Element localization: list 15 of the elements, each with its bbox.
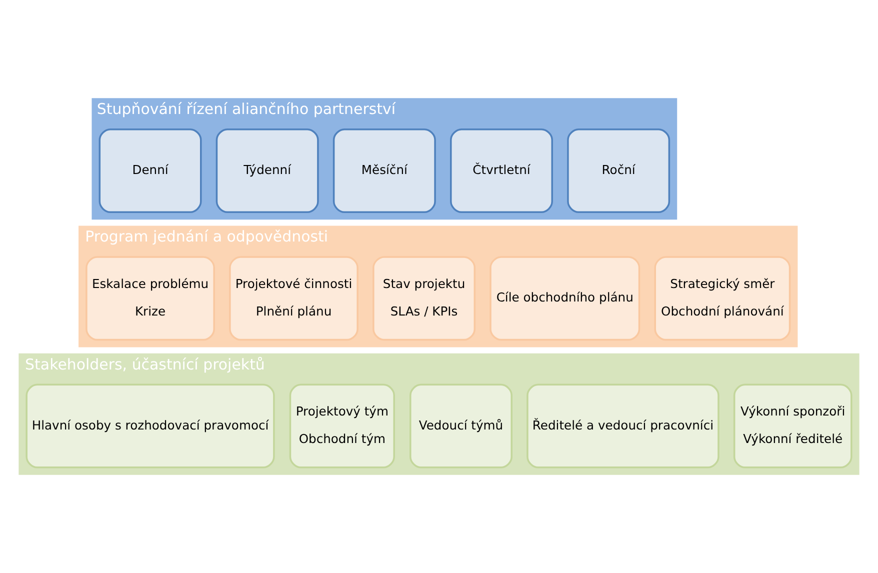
node-box: Roční — [567, 128, 670, 213]
node-box: Výkonní sponzoři Výkonní ředitelé — [733, 384, 852, 468]
node-box: Vedoucí týmů — [410, 384, 512, 468]
node-box: Stav projektu SLAs / KPIs — [372, 256, 476, 341]
node-box: Eskalace problému Krize — [86, 256, 215, 341]
node-box: Projektové činnosti Plnění plánu — [229, 256, 358, 341]
node-box: Ředitelé a vedoucí pracovníci — [526, 384, 720, 468]
node-box: Měsíční — [332, 128, 436, 213]
node-box: Strategický směr Obchodní plánování — [654, 256, 791, 341]
node-box: Denní — [98, 128, 202, 213]
node-box: Týdenní — [216, 128, 319, 213]
node-box: Hlavní osoby s rozhodovací pravomocí — [26, 384, 275, 468]
node-box: Projektový tým Obchodní tým — [289, 384, 395, 468]
node-box: Cíle obchodního plánu — [490, 256, 640, 341]
node-box: Čtvrtletní — [450, 128, 553, 213]
